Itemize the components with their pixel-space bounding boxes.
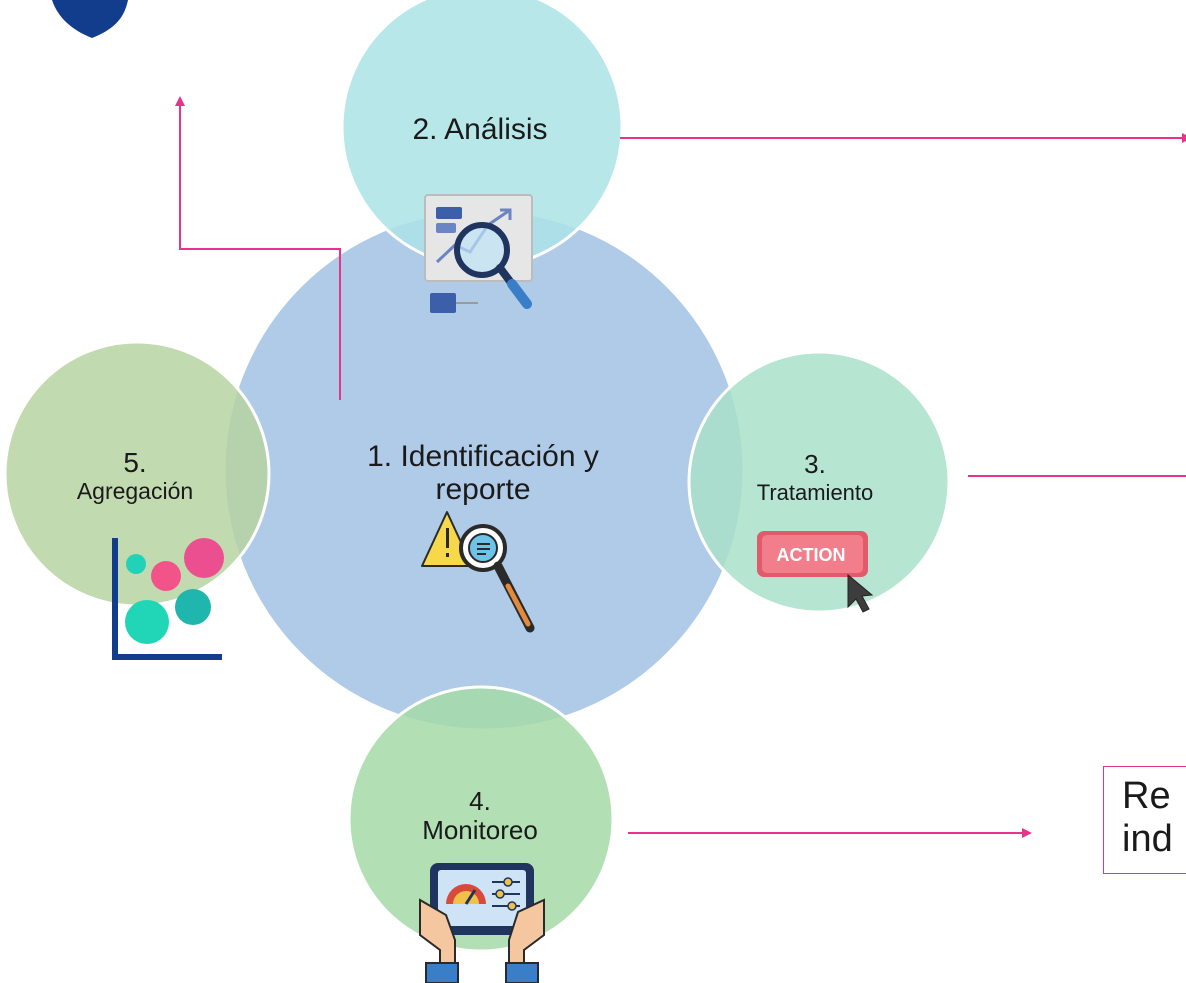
action-button-icon: ACTION	[757, 531, 874, 613]
tratamiento-circle	[687, 350, 951, 614]
report-box-line-2: ind	[1122, 817, 1173, 860]
crest-logo-fragment	[52, 0, 128, 38]
monitoring-tablet-icon	[419, 863, 545, 983]
center-circle	[222, 208, 746, 732]
analysis-chart-icon	[424, 194, 533, 313]
report-box: Re ind	[1103, 766, 1186, 874]
bubble-chart-icon	[112, 538, 224, 660]
monitoreo-circle	[347, 685, 615, 953]
feedback-arrow	[175, 96, 341, 400]
report-box-line-1: Re	[1122, 775, 1171, 817]
warning-search-icon	[421, 511, 535, 633]
action-badge-text: ACTION	[777, 545, 846, 565]
